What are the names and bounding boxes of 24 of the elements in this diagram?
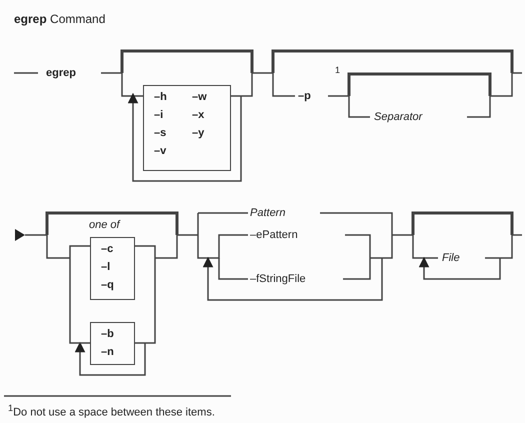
flag-label: –v	[154, 145, 166, 158]
flag-label: –c	[101, 243, 114, 256]
command-keyword: egrep	[44, 67, 78, 80]
parameter-label: Separator	[372, 111, 424, 124]
footnote-mark: 1	[334, 64, 342, 77]
flag-label: –b	[101, 328, 114, 341]
flag-label: –w	[192, 91, 207, 104]
diagram-title: egrep Command	[12, 13, 108, 26]
flag-label: –y	[192, 127, 204, 140]
flag-label: –l	[101, 261, 110, 274]
option-box	[143, 85, 231, 171]
flag-label: –n	[101, 346, 114, 359]
flag-label: –fStringFile	[248, 273, 308, 286]
footnote: $^{1}$Do not use a space between these items.	[6, 402, 217, 420]
choice-label: one of	[88, 219, 122, 232]
flag-label: –h	[154, 91, 167, 104]
flag-label: –q	[101, 279, 114, 292]
option-box	[90, 237, 135, 300]
flag-label: –x	[192, 109, 204, 122]
flag-label: –i	[154, 109, 164, 122]
track-line	[69, 245, 90, 344]
option-box	[90, 322, 135, 365]
flag-label: –s	[154, 127, 166, 140]
flag-label: –p	[296, 90, 313, 103]
